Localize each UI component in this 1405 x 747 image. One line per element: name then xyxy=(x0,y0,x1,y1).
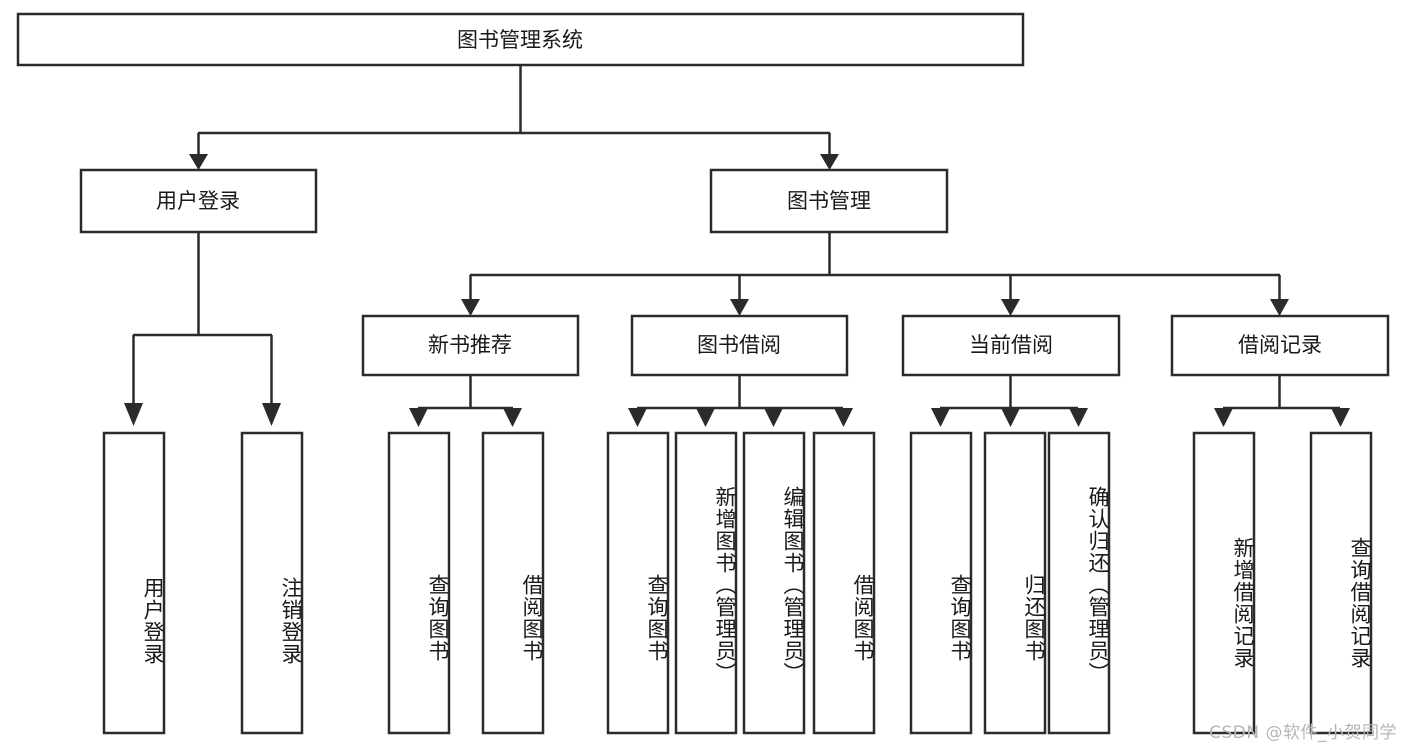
node-box-user-login[interactable] xyxy=(79,168,318,234)
node-box-leaf-edit-book[interactable] xyxy=(742,431,806,735)
leaf-label-user-login: 用户登录 xyxy=(141,576,165,665)
node-box-borrow-record[interactable] xyxy=(1170,314,1390,377)
leaf-label-edit-book: 编辑图书（管理员） xyxy=(781,486,805,684)
connector-group-book-management xyxy=(461,232,1289,316)
arrow-head-leaf-user-login xyxy=(124,403,143,426)
leaf-label-query-book-2: 查询图书 xyxy=(645,574,669,662)
connector-group-book-borrow xyxy=(628,375,853,427)
node-box-leaf-query-book-2[interactable] xyxy=(606,431,670,735)
leaf-label-logout-login: 注销登录 xyxy=(279,576,303,665)
connector-group-root xyxy=(189,65,839,170)
leaf-label-query-book-1: 查询图书 xyxy=(426,574,450,662)
arrow-head-borrow-record xyxy=(1270,299,1289,316)
arrow-head-book-borrow xyxy=(730,299,749,316)
leaf-label-confirm-return: 确认归还（管理员） xyxy=(1086,486,1110,684)
node-box-leaf-borrow-book-2[interactable] xyxy=(812,431,876,735)
arrow-head-leaf-borrow-book-2 xyxy=(834,408,853,427)
connector-group-borrow-record xyxy=(1214,375,1350,427)
leaf-label-borrow-book-2: 借阅图书 xyxy=(851,574,875,662)
node-box-leaf-logout-login[interactable] xyxy=(240,431,304,735)
node-label-root: 图书管理系统 xyxy=(457,28,583,52)
node-box-book-borrow[interactable] xyxy=(630,314,849,377)
connector-group-new-book-recommend xyxy=(409,375,522,427)
arrow-head-user-login xyxy=(189,154,208,170)
node-box-root[interactable] xyxy=(16,12,1025,67)
arrow-head-leaf-confirm-return xyxy=(1069,408,1088,427)
arrow-head-leaf-add-borrow-record xyxy=(1214,408,1233,427)
node-box-leaf-user-login[interactable] xyxy=(102,431,166,735)
node-box-leaf-query-book-3[interactable] xyxy=(909,431,973,735)
node-new-book-recommend[interactable]: 新书推荐 xyxy=(361,314,580,377)
node-box-current-borrow[interactable] xyxy=(901,314,1121,377)
leaf-label-query-book-3: 查询图书 xyxy=(948,574,972,662)
node-current-borrow[interactable]: 当前借阅 xyxy=(901,314,1121,377)
arrow-head-leaf-query-book-2 xyxy=(628,408,647,427)
leaf-label-borrow-book-1: 借阅图书 xyxy=(520,574,544,662)
arrow-head-leaf-edit-book xyxy=(764,408,783,427)
arrow-head-book-management xyxy=(820,154,839,170)
node-box-leaf-return-book[interactable] xyxy=(983,431,1047,735)
csdn-watermark: CSDN @软件_小贺同学 xyxy=(1209,723,1397,743)
arrow-head-leaf-query-borrow-record xyxy=(1331,408,1350,427)
node-label-book-management: 图书管理 xyxy=(787,189,871,213)
node-box-leaf-confirm-return[interactable] xyxy=(1047,431,1111,735)
node-book-management[interactable]: 图书管理 xyxy=(709,168,949,234)
leaf-label-add-book: 新增图书（管理员） xyxy=(713,486,737,684)
connector-group-current-borrow xyxy=(931,375,1088,427)
node-label-new-book-recommend: 新书推荐 xyxy=(428,333,512,357)
node-box-leaf-add-borrow-record[interactable] xyxy=(1192,431,1256,735)
node-label-user-login: 用户登录 xyxy=(156,189,240,213)
node-borrow-record[interactable]: 借阅记录 xyxy=(1170,314,1390,377)
arrow-head-leaf-add-book xyxy=(696,408,715,427)
arrow-head-leaf-query-book-1 xyxy=(409,408,428,427)
node-box-leaf-borrow-book-1[interactable] xyxy=(481,431,545,735)
arrow-head-leaf-logout-login xyxy=(262,403,281,426)
node-box-leaf-query-borrow-record[interactable] xyxy=(1309,431,1373,735)
arrow-head-leaf-borrow-book-1 xyxy=(503,408,522,427)
connector-group-user-login xyxy=(124,232,281,426)
leaf-label-return-book: 归还图书 xyxy=(1022,574,1046,662)
arrow-head-new-book-recommend xyxy=(461,299,480,316)
arrow-head-current-borrow xyxy=(1001,299,1020,316)
node-book-borrow[interactable]: 图书借阅 xyxy=(630,314,849,377)
node-box-leaf-query-book-1[interactable] xyxy=(387,431,451,735)
leaf-label-add-borrow-record: 新增借阅记录 xyxy=(1231,536,1255,669)
node-label-book-borrow: 图书借阅 xyxy=(697,333,781,357)
arrow-head-leaf-query-book-3 xyxy=(931,408,950,427)
node-user-login[interactable]: 用户登录 xyxy=(79,168,318,234)
node-label-current-borrow: 当前借阅 xyxy=(969,333,1053,357)
node-box-new-book-recommend[interactable] xyxy=(361,314,580,377)
node-box-book-management[interactable] xyxy=(709,168,949,234)
arrow-head-leaf-return-book xyxy=(1001,408,1020,427)
node-box-leaf-add-book[interactable] xyxy=(674,431,738,735)
leaf-label-query-borrow-record: 查询借阅记录 xyxy=(1348,536,1372,669)
node-label-borrow-record: 借阅记录 xyxy=(1238,333,1322,357)
node-root[interactable]: 图书管理系统 xyxy=(16,12,1025,67)
